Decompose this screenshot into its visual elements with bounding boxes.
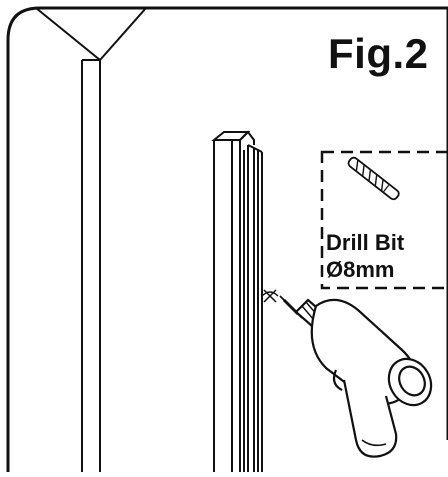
wall-corner bbox=[35, 7, 147, 472]
drill-bit-label: Drill Bit bbox=[326, 230, 405, 255]
frame-border bbox=[6, 6, 448, 472]
drill-bit-callout-box bbox=[320, 150, 448, 290]
drill-bit-size-label: Ø8mm bbox=[326, 257, 395, 282]
drill-bit-icon bbox=[347, 156, 400, 201]
power-drill-icon bbox=[279, 295, 433, 458]
drill-target-mark-icon bbox=[261, 289, 279, 303]
wall-profile bbox=[211, 130, 263, 472]
figure-title: Fig.2 bbox=[328, 30, 429, 77]
